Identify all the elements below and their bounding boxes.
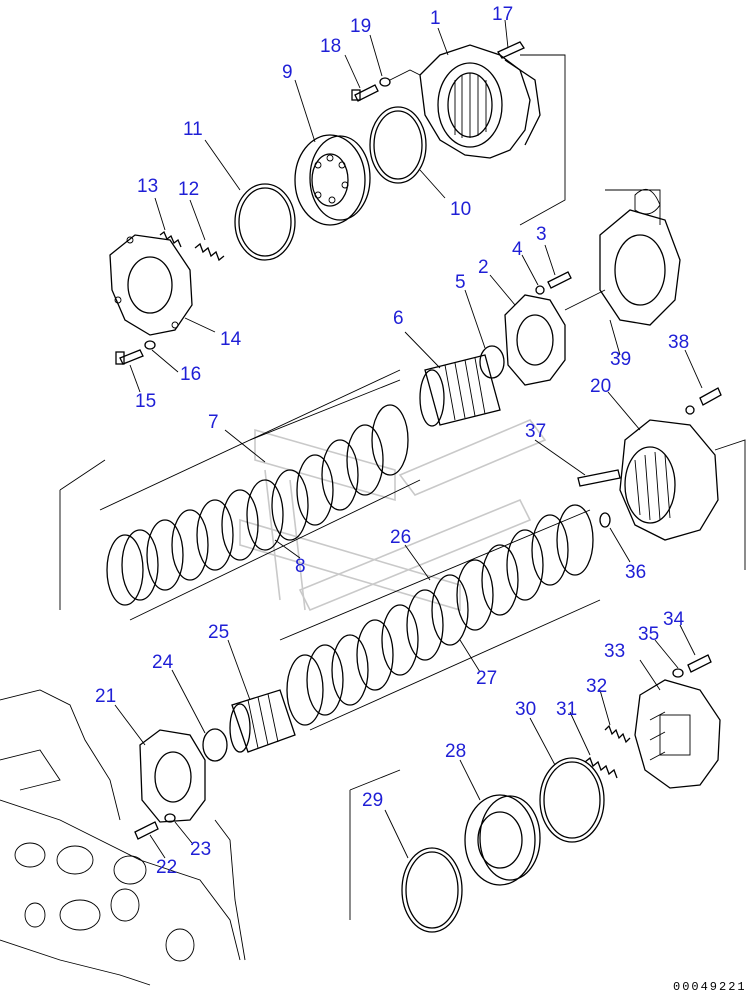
- seal-ring-part-10: [369, 106, 427, 184]
- label-29: 29: [362, 790, 383, 811]
- watermark-logo: [239, 419, 547, 612]
- label-30: 30: [515, 699, 536, 720]
- label-15: 15: [135, 391, 156, 412]
- pin-part-37: [577, 469, 621, 487]
- label-2: 2: [478, 257, 489, 278]
- clutch-pack-part-26-27: [279, 504, 601, 731]
- label-13: 13: [137, 176, 158, 197]
- label-20: 20: [590, 376, 611, 397]
- transmission-case: [0, 689, 246, 986]
- seal-ring-part-30: [539, 757, 605, 843]
- label-23: 23: [190, 839, 211, 860]
- label-8: 8: [295, 556, 306, 577]
- label-17: 17: [492, 4, 513, 25]
- bolt-part-18: [351, 84, 379, 102]
- label-31: 31: [556, 699, 577, 720]
- bolt-part-15: [115, 349, 144, 365]
- label-10: 10: [450, 199, 471, 220]
- retainer-part-2: [504, 289, 606, 386]
- retainer-part-21: [139, 729, 206, 823]
- label-37: 37: [525, 421, 546, 442]
- label-22: 22: [156, 857, 177, 878]
- spring-part-32: [604, 724, 631, 744]
- bolt-part-3: [547, 271, 572, 289]
- label-35: 35: [638, 624, 659, 645]
- washer-part-19: [379, 69, 421, 87]
- ring-part-5: [479, 345, 505, 379]
- bolt-part-22: [134, 821, 159, 840]
- washer-part-35: [672, 668, 684, 678]
- gasket-part-39: [599, 188, 681, 326]
- label-7: 7: [208, 412, 219, 433]
- label-14: 14: [220, 329, 242, 350]
- washer-part-4: [535, 285, 545, 295]
- label-9: 9: [282, 62, 293, 83]
- label-26: 26: [390, 527, 411, 548]
- hub-part-25: [229, 689, 296, 753]
- spring-part-12: [194, 242, 225, 262]
- spring-part-31: [584, 756, 618, 779]
- label-19: 19: [350, 16, 371, 37]
- label-16: 16: [180, 364, 201, 385]
- seal-ring-part-29: [349, 769, 463, 933]
- washer-part-38b: [685, 405, 695, 415]
- bolt-part-34: [687, 654, 712, 673]
- label-12: 12: [178, 179, 199, 200]
- label-25: 25: [208, 622, 229, 643]
- label-4: 4: [512, 239, 523, 260]
- leader-lines: [114, 19, 703, 859]
- label-11: 11: [183, 119, 203, 140]
- seal-ring-part-11: [234, 183, 296, 261]
- clutch-pack-part-7-8: [59, 369, 421, 621]
- label-38: 38: [668, 332, 689, 353]
- housing-part-20: [619, 419, 746, 570]
- pin-part-17: [497, 41, 525, 59]
- piston-part-9: [294, 134, 371, 226]
- label-1: 1: [430, 8, 441, 29]
- washer-part-16: [144, 340, 156, 350]
- label-3: 3: [536, 224, 547, 245]
- label-39: 39: [610, 349, 631, 370]
- label-24: 24: [152, 652, 174, 673]
- label-27: 27: [476, 668, 497, 689]
- washer-part-23: [164, 813, 176, 823]
- label-18: 18: [320, 36, 341, 57]
- label-36: 36: [625, 562, 646, 583]
- label-5: 5: [455, 272, 466, 293]
- ring-part-24: [202, 728, 228, 762]
- label-32: 32: [586, 676, 607, 697]
- label-28: 28: [445, 741, 466, 762]
- document-id: 00049221: [673, 980, 747, 994]
- cover-part-14: [109, 234, 193, 336]
- label-6: 6: [393, 308, 404, 329]
- label-21: 21: [95, 686, 116, 707]
- part-labels: 1 17 19 18 9 11 10 13 12 14 16 15 4 3 2 …: [95, 4, 689, 878]
- label-34: 34: [663, 609, 685, 630]
- label-33: 33: [604, 641, 625, 662]
- bolt-part-38: [699, 387, 722, 406]
- housing-part-1: [419, 44, 566, 226]
- hub-part-6: [419, 354, 501, 427]
- o-ring-part-36: [599, 512, 611, 528]
- spring-part-13: [159, 230, 182, 248]
- cover-part-33: [634, 679, 721, 789]
- piston-part-28: [464, 794, 541, 886]
